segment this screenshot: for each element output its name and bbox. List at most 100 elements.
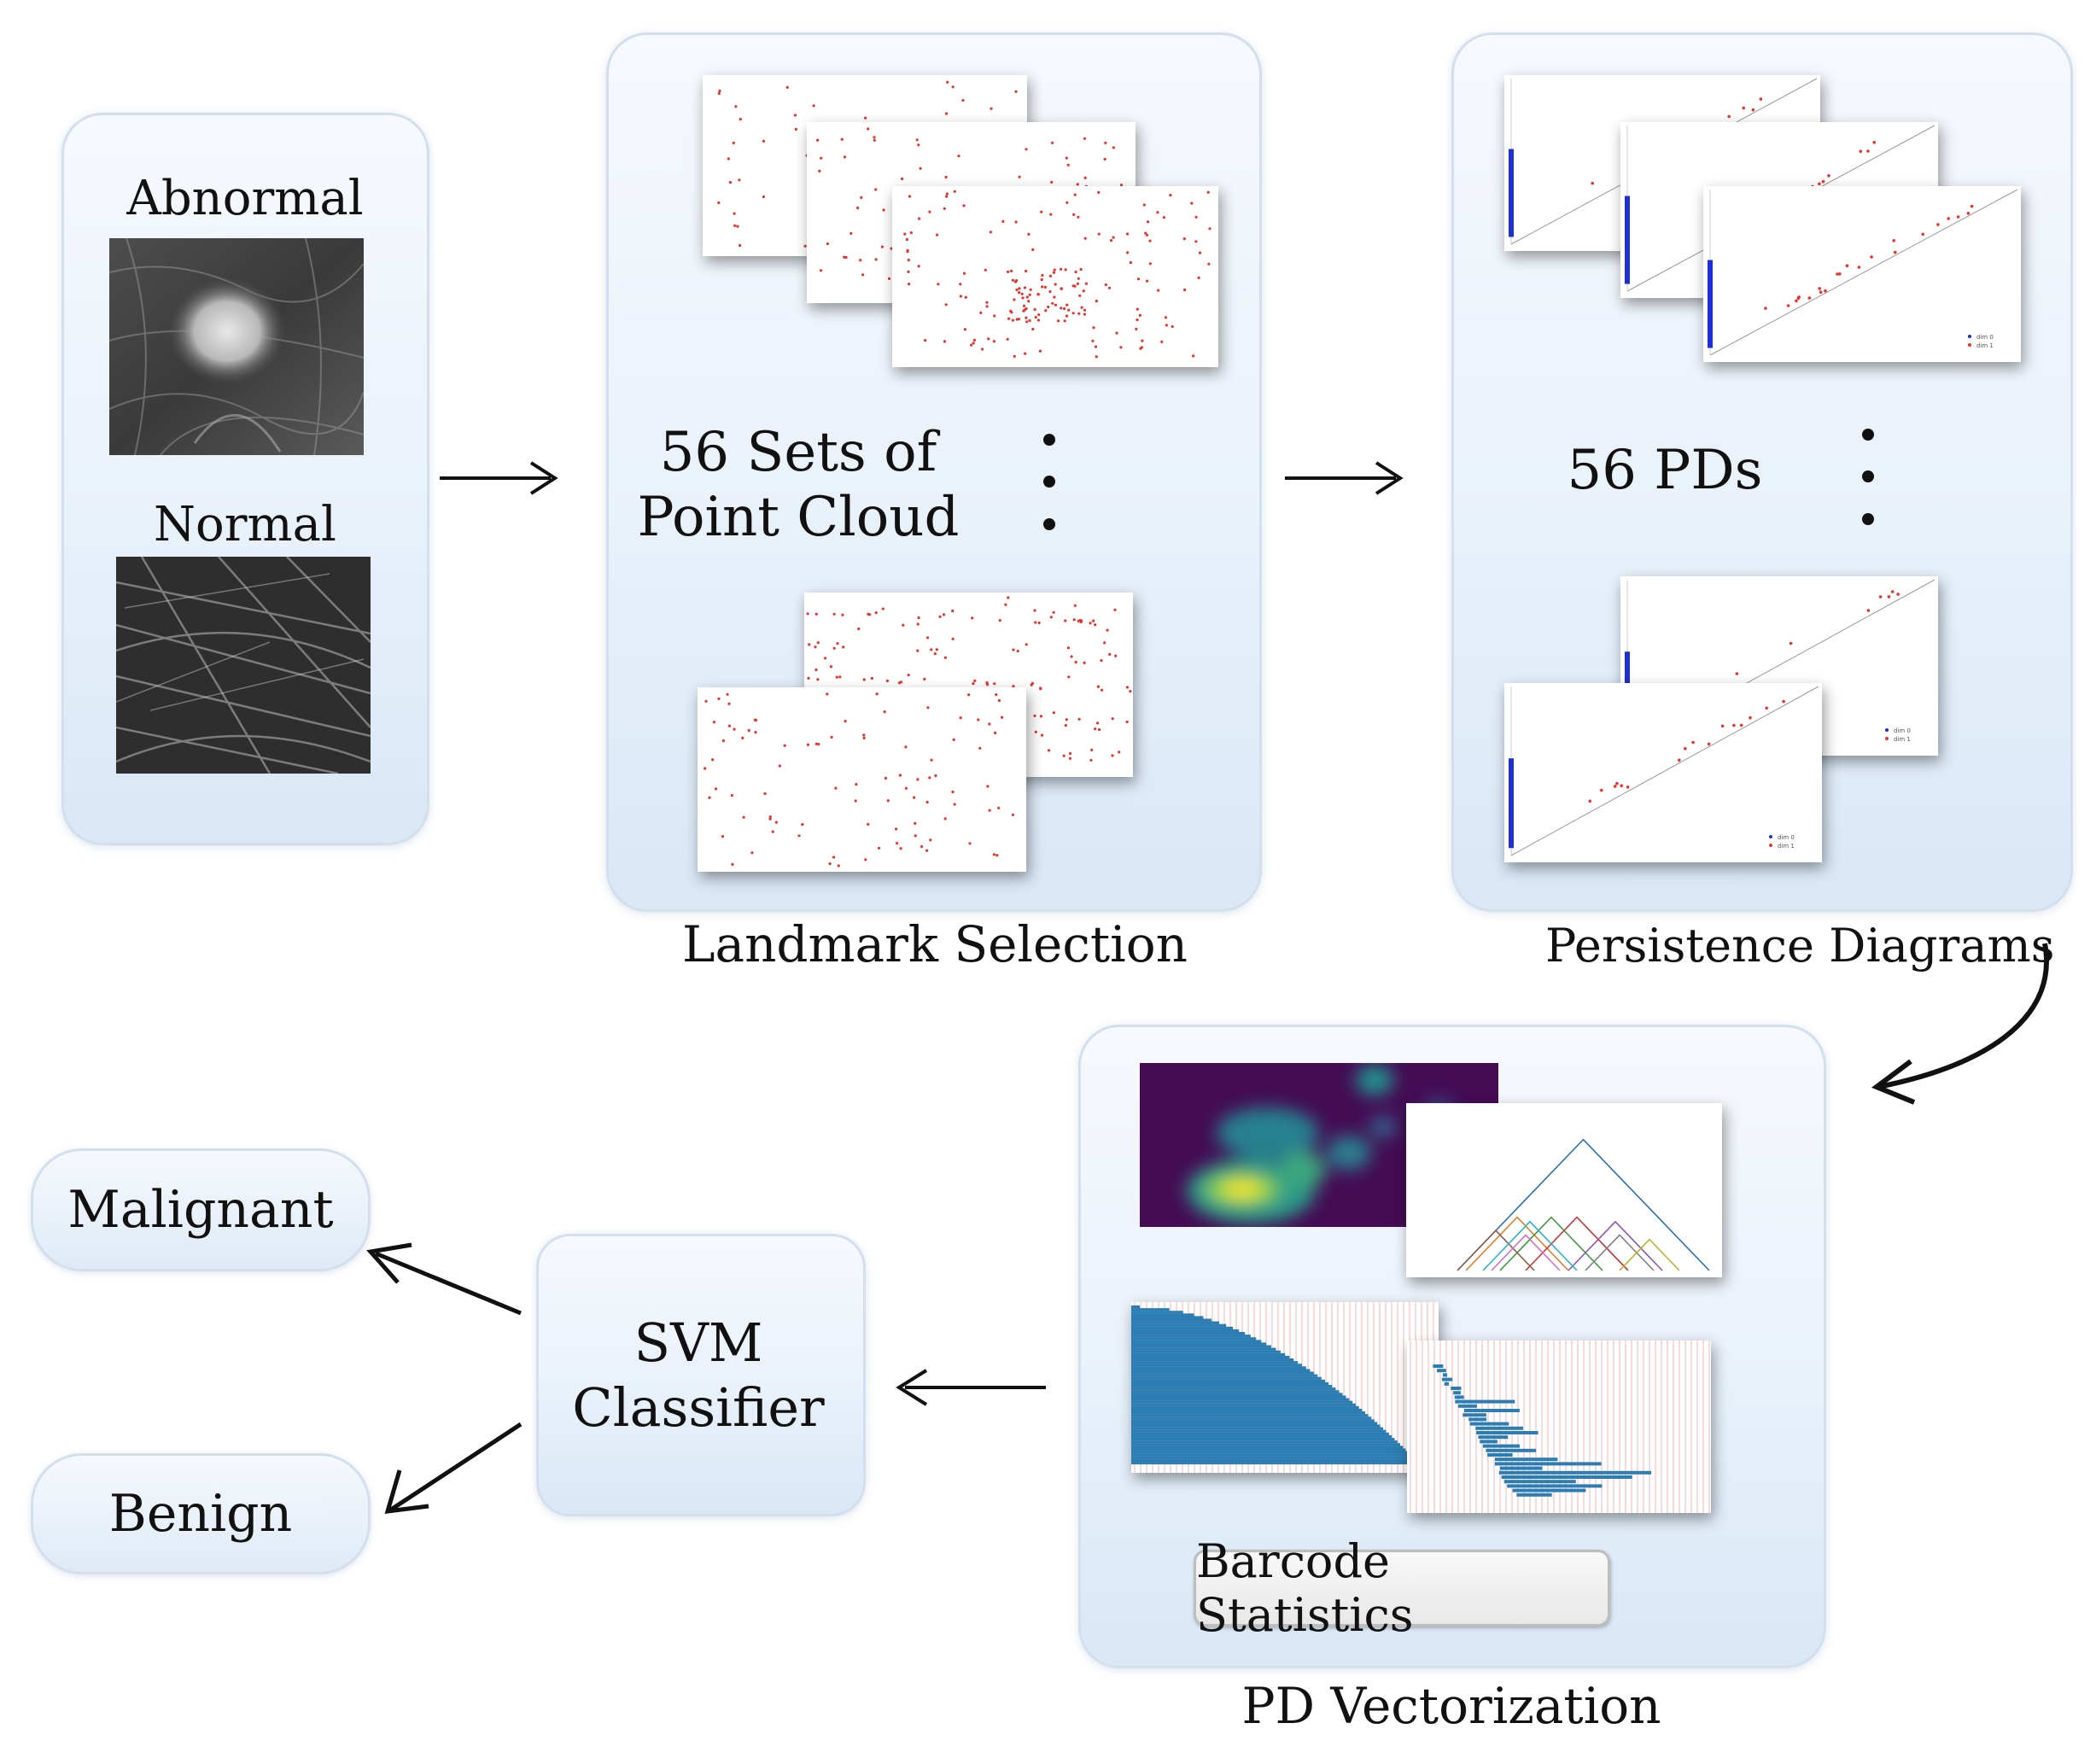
barcode-bar [1131,1321,1219,1324]
landmark-point [1094,345,1098,348]
barcode-bar [1131,1422,1378,1425]
pd-dim1-point [1678,758,1681,762]
landmark-point [916,778,920,781]
landmark-point [837,864,840,867]
landmark-point [806,743,809,746]
barcode-bar [1131,1366,1306,1370]
landmark-point [785,85,789,89]
barcode-bar [1131,1364,1302,1367]
landmark-point [970,343,973,347]
landmark-point [1030,683,1033,686]
barcode-bar [1131,1311,1183,1314]
landmark-point [997,806,1001,809]
barcode-bar [1131,1361,1299,1364]
landmark-point [1100,659,1103,663]
landmark-point [989,231,992,234]
pd-dim0-points [1509,149,1514,237]
landmark-point [887,277,891,280]
landmark-point [971,616,974,620]
landmark-point [1095,300,1098,303]
landmark-point [832,856,836,859]
landmark-point [771,830,774,833]
landmark-point [1157,289,1160,292]
landmark-point [1015,279,1019,283]
landmark-point [985,305,989,308]
landmark-point [1096,721,1100,725]
landmark-point [819,269,823,272]
landmark-point [1090,748,1094,751]
landmark-point [841,613,844,616]
barcode-bar [1454,1395,1464,1399]
landmark-point [750,851,754,855]
landmark-point [890,247,893,250]
landmark-point [943,656,947,659]
barcode-bar [1443,1373,1448,1377]
landmark-point [1071,312,1075,315]
landmark-point [944,112,949,115]
landmark-point [838,675,842,679]
landmark-point [774,821,778,824]
landmark-point [1206,190,1210,194]
ellipsis-dot [1043,518,1055,530]
landmark-point [964,295,967,299]
landmark-point [1208,227,1211,231]
normal-label: Normal [154,497,336,552]
landmark-point [742,815,745,819]
landmark-point [1025,307,1028,311]
landmark-point [874,611,878,615]
landmark-point [1066,201,1069,204]
landmark-point [844,720,847,723]
landmark-point [877,846,881,850]
barcode-bar [1507,1484,1603,1488]
landmark-point [1076,282,1079,285]
pd-dim1-point [1845,264,1849,267]
landmark-point [762,195,765,199]
landmark-point [1103,157,1106,161]
landmark-point [763,791,767,796]
landmark-point [913,796,916,799]
landmark-point [915,138,919,142]
landmark-point [945,195,949,198]
landmark-point [1183,288,1187,292]
pd-dim1-point [1691,740,1695,745]
landmark-point [951,637,955,640]
landmark-point [1182,237,1186,241]
barcode-bar [1131,1403,1356,1406]
landmark-point [1138,313,1141,317]
landmark-point [1036,293,1040,296]
landmark-point [1078,294,1082,297]
landmark-point [1135,327,1138,330]
landmark-point [844,255,848,260]
landmark-point [898,774,902,777]
landmark-point [1072,213,1076,216]
landmark-point [946,80,949,84]
landmark-point [1169,194,1172,197]
barcode-bar [1131,1352,1286,1356]
landmark-point [935,648,938,651]
landmark-point [1164,316,1168,319]
landmark-point [882,208,885,212]
landmark-point [1064,724,1067,727]
landmark-point [1040,277,1043,282]
landmark-point [908,195,912,198]
landmark-point [817,743,820,746]
landmark-point [803,244,807,248]
landmark-point [995,693,998,697]
landmark-point [1125,686,1130,689]
landmark-point [985,301,989,304]
pd-dim1-point [1732,723,1736,727]
landmark-point [1025,320,1029,324]
landmark-point [993,314,996,318]
landmark-point [1012,648,1015,651]
landmark-point [938,615,942,618]
landmark-point [1018,175,1021,178]
pd-legend-entry: dim 1 [1894,736,1911,743]
landmark-point [857,627,861,631]
landmark-point [1092,619,1095,622]
landmark-point [972,682,975,686]
landmark-point [923,677,926,680]
landmark-point [1033,307,1036,312]
landmark-point [1109,239,1113,242]
landmark-point [1068,756,1071,760]
landmark-point [904,745,908,749]
